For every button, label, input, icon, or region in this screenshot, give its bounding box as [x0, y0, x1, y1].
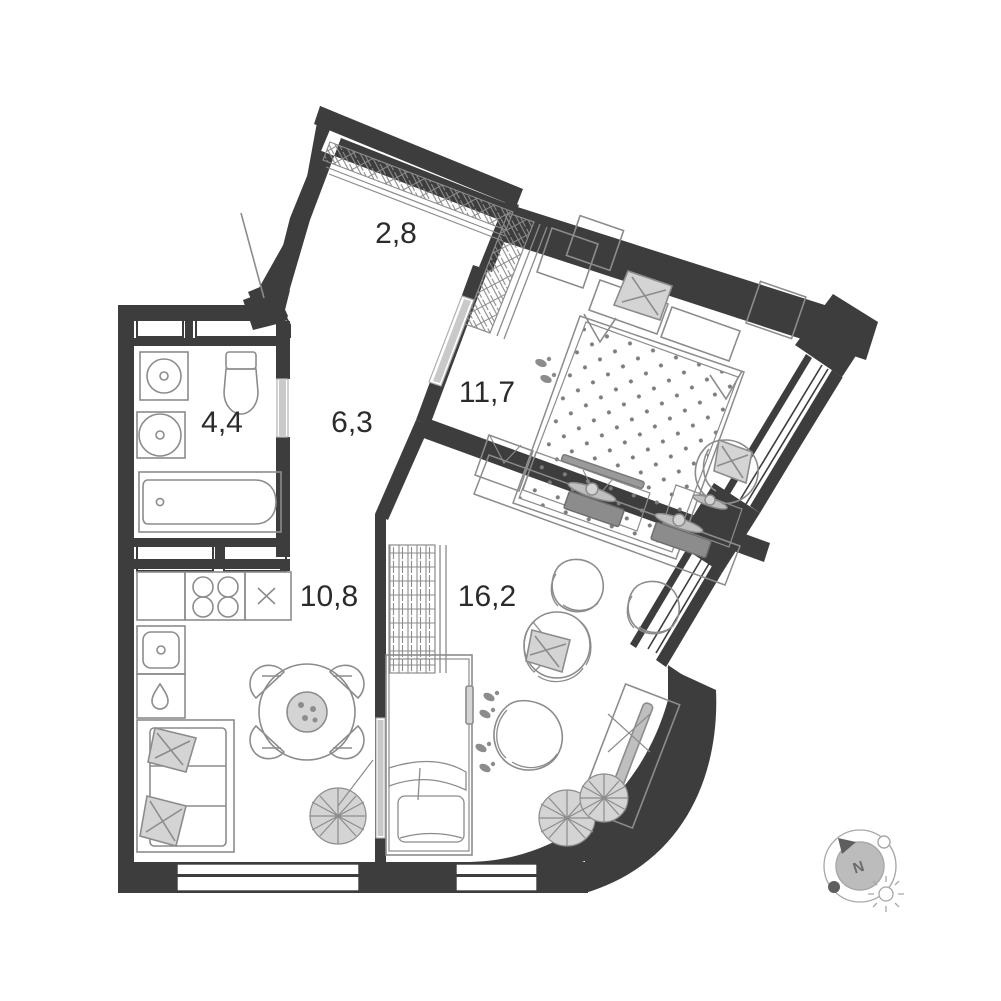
- cushion-upper: [147, 727, 198, 773]
- sofa-bed: [385, 654, 474, 856]
- kitchen-tap-icon: [136, 673, 186, 719]
- plant-right: [579, 773, 629, 823]
- bath-top-partition: [134, 338, 290, 346]
- footprints-living: [475, 690, 500, 773]
- cooktop-icon: [192, 576, 239, 618]
- wardrobe: [535, 226, 600, 290]
- desk-accessory-right: [692, 494, 728, 510]
- lounge-armchair-throw: [525, 629, 571, 674]
- cushion-lower: [139, 795, 187, 847]
- bath-closet-divider: [185, 305, 193, 341]
- bathtub-icon: [138, 471, 282, 533]
- kitchen-living-door-leaf: [377, 720, 384, 836]
- compass-north-arrow: [838, 838, 856, 854]
- north-wall-left-block: [118, 290, 290, 321]
- compass-orbit: [823, 829, 897, 903]
- armchair-throw: [713, 438, 753, 485]
- window-bottom-right: [455, 863, 538, 892]
- compass-disc: [835, 841, 885, 891]
- compass-orbit-dot: [828, 881, 840, 893]
- east-wall-line-outer-l: [656, 566, 722, 667]
- livingroom-furniture: [385, 544, 681, 856]
- desk-row: [473, 434, 743, 586]
- bath-door-leaf: [279, 380, 286, 436]
- area-labels: 2,8 4,4 6,3 11,7 10,8 16,2: [201, 217, 516, 613]
- nightstand-left: [565, 214, 625, 272]
- round-chair: [493, 699, 564, 771]
- laptop-right: [650, 512, 712, 559]
- desk-strip: [560, 453, 645, 489]
- kitchen-sofa: [136, 719, 235, 853]
- east-wall-line-outer-u: [750, 370, 842, 513]
- kitchen-counter-row: [136, 571, 292, 621]
- bath-bottom-partition: [134, 538, 290, 547]
- window-bottom-left: [176, 863, 360, 892]
- dining-table: [258, 663, 356, 761]
- toilet-icon: [223, 351, 259, 415]
- footprints-bedroom: [535, 356, 557, 384]
- kitchen-plant: [309, 787, 367, 845]
- nightstand-right: [745, 280, 807, 340]
- east-wall-upper-pier: [795, 294, 878, 377]
- living-radiator: [388, 544, 447, 674]
- lounge-armchair: [523, 611, 592, 683]
- plant-stem-line: [337, 759, 374, 807]
- living-plants: [538, 773, 629, 847]
- wc-sink-icon: [136, 411, 186, 459]
- hall-door-leaf-upper: [433, 299, 471, 383]
- bedroom-radiator: [464, 212, 548, 340]
- area-label-hall: 6,3: [331, 406, 373, 439]
- balcony-top-band: [314, 106, 523, 207]
- balcony-left-band: [255, 106, 337, 300]
- area-label-bathroom: 4,4: [201, 406, 243, 439]
- east-wall-line-inner-l: [630, 550, 692, 648]
- desk-chair-right: [626, 580, 681, 635]
- dining-chairs: [249, 664, 365, 760]
- sofa-handle: [465, 685, 474, 725]
- bed-pillow: [612, 270, 674, 322]
- kitchen-living-wall: [375, 514, 386, 866]
- south-east-round-corner: [585, 667, 717, 893]
- area-label-bedroom: 11,7: [459, 376, 515, 409]
- bathroom-fixtures: [136, 351, 282, 533]
- bath-closet-divider-lower: [215, 540, 223, 568]
- desk-left-wing: [474, 434, 534, 492]
- oven-cross-icon: [257, 587, 276, 605]
- compass-sun-icon: [868, 876, 904, 912]
- hall-livingroom-partition: [375, 420, 430, 520]
- bath-right-wall-lower: [276, 437, 290, 557]
- area-label-balcony: 2,8: [375, 217, 417, 250]
- compass-orbit-ring: [877, 835, 891, 849]
- laptop-left: [563, 481, 625, 528]
- entry-door-swing: [240, 212, 265, 299]
- bedroom-furniture: [464, 212, 807, 560]
- area-label-livingroom: 16,2: [458, 580, 516, 613]
- west-wall: [118, 305, 134, 875]
- bath-right-wall-upper: [276, 321, 290, 379]
- washing-machine-icon: [139, 351, 189, 401]
- kitchen-fixtures: [136, 571, 374, 853]
- compass-rose: N: [823, 829, 904, 912]
- storage-closets: [136, 309, 291, 572]
- area-label-kitchen: 10,8: [300, 580, 358, 613]
- compass-north-letter: N: [851, 858, 867, 878]
- desk-chair-left: [550, 558, 605, 613]
